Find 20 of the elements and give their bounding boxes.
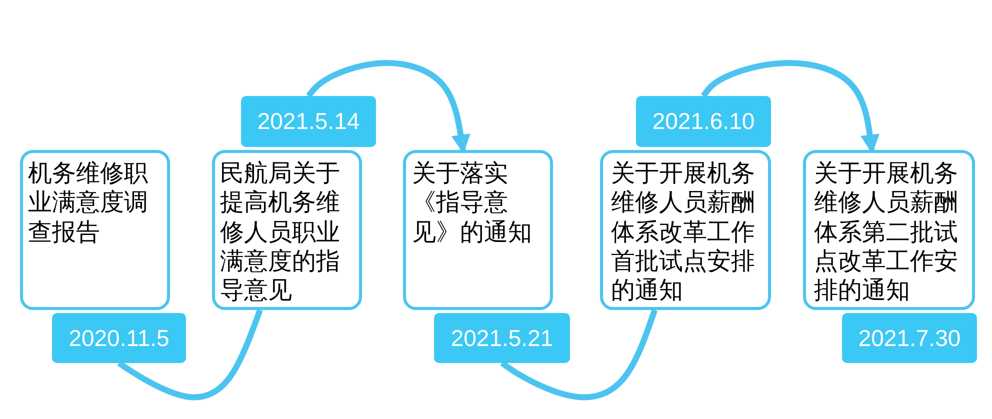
document-title: 民航局关于提高机务维修人员职业满意度的指导意见 xyxy=(220,159,341,306)
date-tag xyxy=(241,96,376,147)
date-tag xyxy=(52,313,186,363)
date-tag xyxy=(636,96,771,147)
document-title: 关于落实《指导意见》的通知 xyxy=(412,159,533,247)
document-box xyxy=(600,150,771,310)
date-label: 2021.6.10 xyxy=(652,107,755,136)
document-title: 关于开展机务维修人员薪酬体系改革工作首批试点安排的通知 xyxy=(611,159,756,306)
date-label: 2021.7.30 xyxy=(858,324,961,352)
date-label: 2020.11.5 xyxy=(68,324,170,352)
document-box xyxy=(403,150,553,310)
document-box xyxy=(20,150,170,310)
document-box xyxy=(212,150,362,310)
date-tag xyxy=(434,313,570,363)
document-title: 关于开展机务维修人员薪酬体系第二批试点改革工作安排的通知 xyxy=(814,159,959,306)
date-label: 2021.5.21 xyxy=(450,324,554,352)
date-tag xyxy=(842,313,977,363)
document-title: 机务维修职业满意度调查报告 xyxy=(28,159,149,247)
document-box xyxy=(803,150,975,310)
date-label: 2021.5.14 xyxy=(257,107,360,136)
